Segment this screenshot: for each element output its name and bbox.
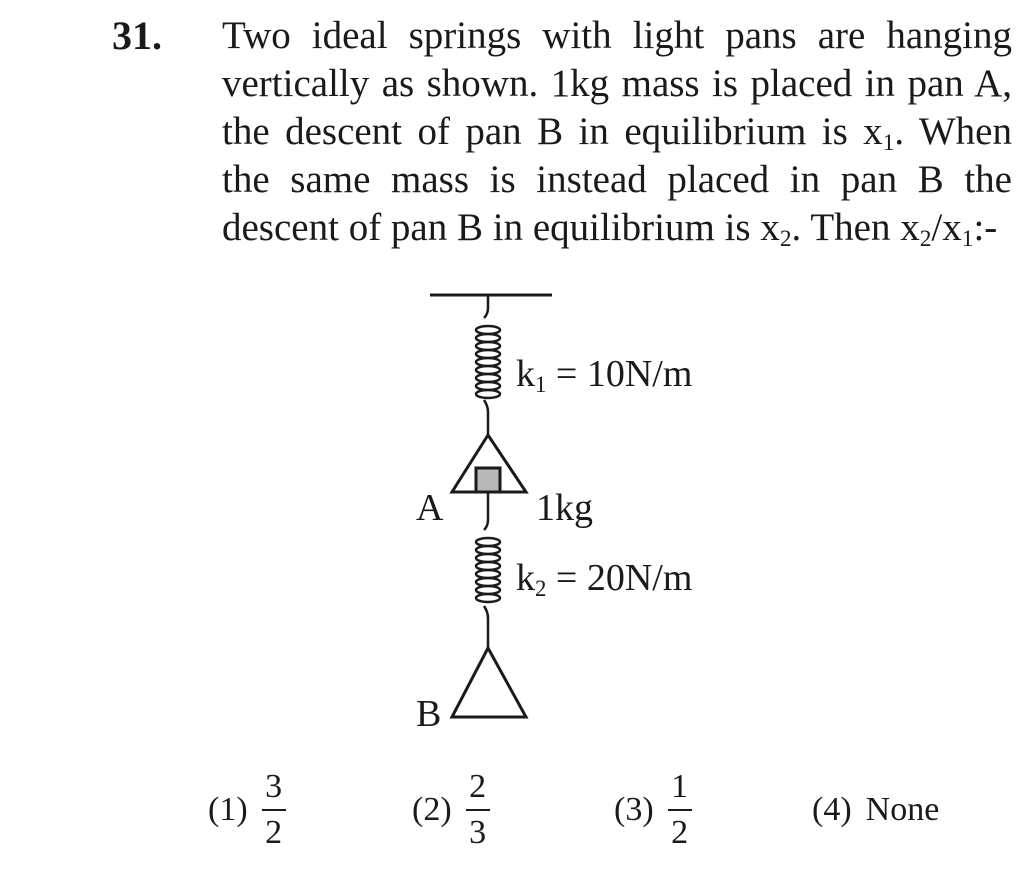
spring-diagram: k1 = 10N/m A 1kg k2 = 20N/m B [400, 280, 760, 740]
text-segment: . Then x [791, 206, 920, 249]
option-3[interactable]: (3) 1 2 [614, 760, 692, 860]
spring-k2-icon [474, 492, 502, 648]
option-2[interactable]: (2) 2 3 [412, 760, 490, 860]
numerator: 3 [265, 768, 283, 805]
spring2-value: = 20N/m [555, 557, 693, 599]
fraction: 1 2 [667, 768, 692, 852]
pan-b-label: B [416, 693, 442, 735]
option-text: None [865, 791, 940, 828]
k-symbol: k [516, 557, 535, 599]
mass-block-icon [474, 466, 502, 494]
question-line-2: vertically as shown. 1kg mass is placed … [222, 62, 1012, 105]
fraction-bar [465, 809, 490, 811]
option-number: (2) [412, 791, 452, 828]
text-segment: the descent of pan B in equilibrium is x [222, 110, 883, 153]
text-segment: :- [973, 206, 998, 249]
spring-system-figure [430, 293, 552, 719]
numerator: 2 [469, 768, 487, 805]
question-line-5: descent of pan B in equilibrium is x2. T… [222, 204, 1012, 252]
question-line-3: the descent of pan B in equilibrium is x… [222, 108, 1012, 156]
fraction: 2 3 [465, 768, 490, 852]
k-symbol: k [516, 353, 535, 395]
text-segment: descent of pan B in equilibrium is x [222, 206, 780, 249]
text-segment: . When [894, 110, 1012, 153]
text-segment: /x [931, 206, 962, 249]
subscript: 1 [882, 130, 895, 156]
question-text: Two ideal springs with light pans are ha… [222, 12, 1012, 252]
spring-k1-icon [474, 295, 502, 435]
denominator: 3 [469, 814, 487, 851]
fraction-bar [667, 809, 692, 811]
option-4[interactable]: (4) None [812, 760, 939, 860]
denominator: 2 [671, 814, 689, 851]
subscript: 2 [919, 226, 932, 252]
question-line-1: Two ideal springs with light pans are ha… [222, 14, 1012, 57]
spring1-value: = 10N/m [555, 353, 693, 395]
subscript: 2 [779, 226, 792, 252]
subscript: 1 [535, 372, 547, 397]
subscript: 2 [535, 576, 547, 601]
question-number: 31. [112, 13, 162, 58]
pan-b-icon [449, 644, 529, 719]
subscript: 1 [961, 226, 974, 252]
mass-label: 1kg [536, 487, 593, 529]
spring1-label: k1 = 10N/m [516, 352, 692, 396]
answer-options: (1) 3 2 (2) 2 3 (3) 1 2 (4) None [0, 760, 1024, 860]
option-number: (3) [614, 791, 654, 828]
option-number: (4) [812, 791, 852, 828]
numerator: 1 [671, 768, 689, 805]
option-1[interactable]: (1) 3 2 [208, 760, 286, 860]
pan-a-label: A [416, 487, 444, 529]
option-number: (1) [208, 791, 248, 828]
fraction-bar [261, 809, 286, 811]
fraction: 3 2 [261, 768, 286, 852]
question-line-4: the same mass is instead placed in pan B… [222, 158, 1012, 201]
spring2-label: k2 = 20N/m [516, 556, 692, 600]
denominator: 2 [265, 814, 283, 851]
